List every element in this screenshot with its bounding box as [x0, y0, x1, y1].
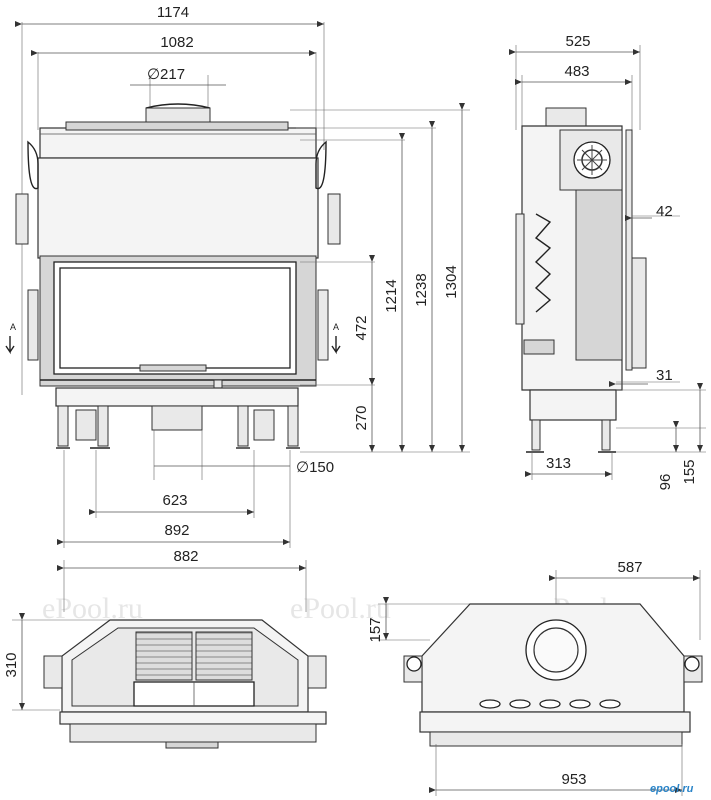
front-body [37, 157, 319, 259]
section-a-right: A [333, 322, 339, 332]
dim-953: 953 [561, 771, 586, 788]
dim-525: 525 [565, 33, 590, 50]
front-view: 1174 1082 ∅217 A A [5, 4, 470, 548]
dim-31: 31 [656, 367, 673, 384]
dim-1238: 1238 [413, 273, 430, 306]
dim-1174: 1174 [157, 4, 189, 21]
dim-diameter-150: ∅150 [296, 459, 334, 476]
section-a-left: A [10, 322, 16, 332]
dim-42: 42 [656, 203, 673, 220]
dim-892: 892 [164, 522, 189, 539]
dim-1214: 1214 [383, 279, 400, 312]
watermark-2: ePool.ru [290, 592, 391, 625]
dim-1304: 1304 [443, 265, 460, 298]
dim-1082: 1082 [160, 34, 193, 51]
dim-587: 587 [617, 559, 642, 576]
dim-155: 155 [681, 459, 698, 484]
diameter-symbol-2: ∅ [296, 459, 309, 476]
dim-882: 882 [173, 548, 198, 565]
dim-157: 157 [367, 617, 384, 642]
dim-310: 310 [3, 652, 20, 677]
front-legs [56, 405, 300, 449]
epool-logo: epool.ru [650, 783, 694, 795]
dim-96: 96 [657, 474, 674, 491]
dim-472: 472 [353, 315, 370, 340]
dim-623: 623 [162, 492, 187, 509]
plan-view: 587 157 953 [367, 559, 703, 796]
top-view: 882 310 [3, 548, 327, 749]
dim-217-value: 217 [160, 66, 185, 83]
air-vents [479, 699, 621, 709]
dim-313: 313 [546, 455, 571, 472]
diameter-symbol: ∅ [147, 66, 160, 83]
side-view: 525 483 42 31 313 [509, 33, 706, 491]
dim-483: 483 [564, 63, 589, 80]
dim-150-value: 150 [309, 459, 334, 476]
dim-270: 270 [353, 405, 370, 430]
dim-diameter-217: ∅217 [147, 66, 185, 83]
